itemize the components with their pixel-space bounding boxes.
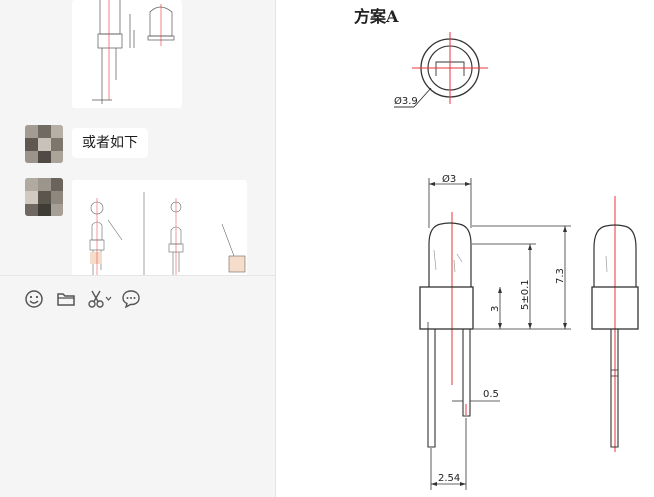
avatar[interactable] — [25, 178, 63, 216]
technical-drawing: 方案A Ø3.9 — [276, 0, 654, 497]
image-thumbnail — [92, 0, 175, 104]
drawing-canvas: Ø3.9 Ø3 7.3 — [394, 32, 639, 490]
emoji-icon[interactable] — [23, 288, 45, 310]
front-view — [419, 212, 474, 448]
image-message[interactable] — [72, 180, 247, 276]
scissors-icon[interactable] — [86, 288, 112, 310]
height-total-label: 7.3 — [555, 268, 566, 284]
folder-icon[interactable] — [55, 288, 77, 310]
flange-height-label: 3 — [490, 306, 501, 312]
dim-dome-height: 5±0.1 — [472, 243, 536, 329]
image-message[interactable] — [72, 0, 182, 108]
lead-width-label: 0.5 — [483, 389, 499, 400]
dome-height-label: 5±0.1 — [520, 279, 531, 310]
side-view — [591, 196, 639, 452]
chat-bubble-icon[interactable] — [120, 288, 142, 310]
avatar[interactable] — [25, 125, 63, 163]
drawing-title: 方案A — [354, 7, 399, 26]
top-view: Ø3.9 — [394, 32, 488, 108]
dim-lead-width: 0.5 — [452, 389, 500, 406]
dim-total-height: 7.3 — [472, 225, 571, 330]
ring-dia-label: Ø3.9 — [394, 95, 418, 107]
pane-divider — [275, 0, 276, 497]
message-input[interactable] — [0, 323, 275, 497]
chat-toolbar — [0, 275, 275, 324]
dim-lead-spacing: 2.54 — [430, 418, 467, 490]
text-message[interactable]: 或者如下 — [72, 128, 148, 158]
dim-body-dia: Ø3 — [428, 173, 472, 228]
image-thumbnail — [89, 192, 246, 276]
body-dia-label: Ø3 — [442, 173, 456, 185]
dim-flange-height: 3 — [490, 287, 502, 329]
lead-spacing-label: 2.54 — [438, 473, 460, 484]
